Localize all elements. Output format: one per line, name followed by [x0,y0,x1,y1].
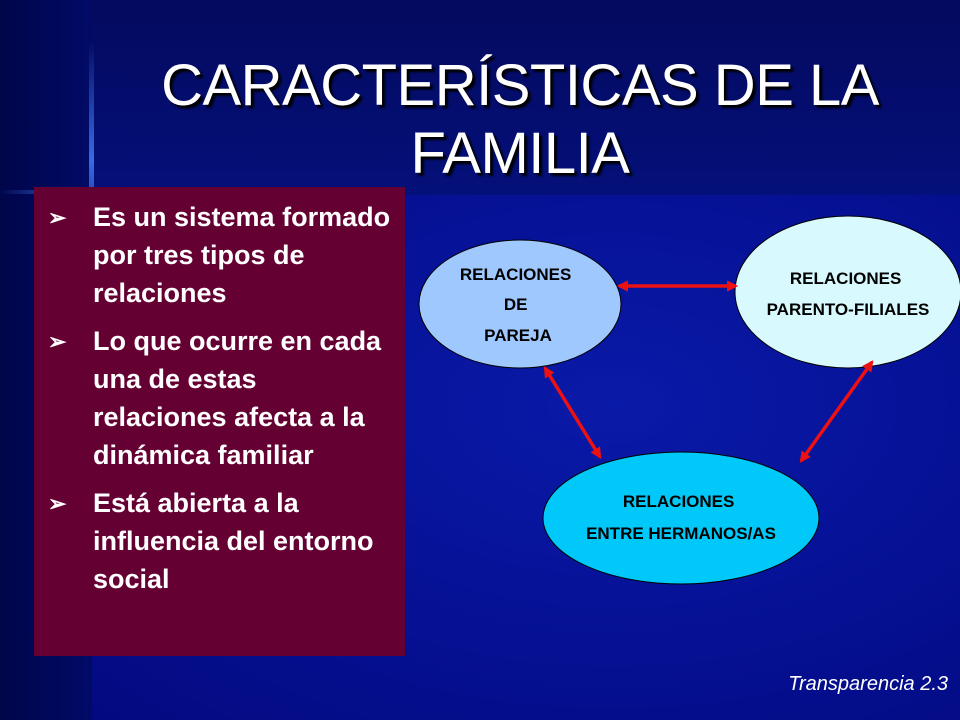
bullet-list: ➢ Es un sistema formado por tres tipos d… [46,198,395,598]
node-hermanos-label: RELACIONES ENTRE HERMANOS/AS [586,492,776,543]
background-title-band [92,0,960,195]
bullet-text-3: Está abierta a la influencia del entorno… [93,488,374,594]
node-hermanos-line-1: RELACIONES [623,492,734,511]
node-parento-line-2: PARENTO-FILIALES [767,300,930,319]
footer-slide-number: Transparencia 2.3 [788,673,948,695]
bullet-item-1: ➢ Es un sistema formado por tres tipos d… [46,198,395,312]
arrowhead-bullet-icon: ➢ [48,329,67,354]
arrow-parento-hermanos [799,360,874,463]
node-pareja-line-2: DE [504,295,528,314]
node-relaciones-hermanos [542,451,820,585]
arrow-pareja-hermanos [543,366,602,459]
arrowhead-bullet-icon: ➢ [48,205,67,230]
slide-title-line-1: CARACTERÍSTICAS DE LA [161,53,879,118]
bullet-text-1: Es un sistema formado por tres tipos de … [93,202,391,308]
node-parento-line-1: RELACIONES [790,269,901,288]
node-pareja-label: RELACIONES DE PAREJA [460,265,576,345]
bullet-panel: ➢ Es un sistema formado por tres tipos d… [34,187,405,656]
node-relaciones-parento-filiales [734,215,960,369]
node-pareja-line-3: PAREJA [484,326,552,345]
node-hermanos-line-2: ENTRE HERMANOS/AS [586,524,776,543]
bullet-text-2: Lo que ocurre en cada una de estas relac… [93,326,382,470]
slide-title-line-2: FAMILIA [410,121,630,186]
arrowhead-bullet-icon: ➢ [48,491,67,516]
bullet-item-3: ➢ Está abierta a la influencia del entor… [46,484,395,598]
slide-title: CARACTERÍSTICAS DE LA FAMILIA [100,52,940,188]
node-pareja-line-1: RELACIONES [460,265,571,284]
node-parento-label: RELACIONES PARENTO-FILIALES [767,269,930,319]
node-relaciones-pareja [418,239,622,369]
bullet-item-2: ➢ Lo que ocurre en cada una de estas rel… [46,322,395,474]
decorative-vertical-glow [89,40,94,240]
